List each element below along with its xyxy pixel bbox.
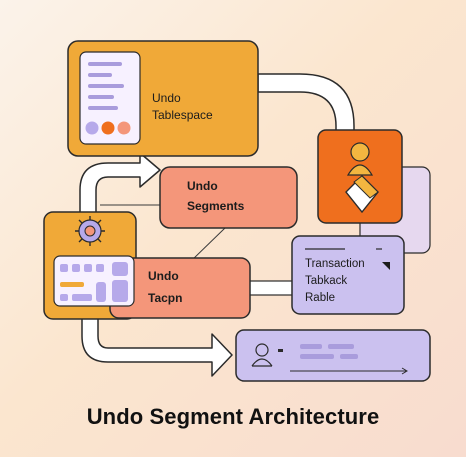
diagram-title: Undo Segment Architecture [86, 404, 380, 429]
transaction-label-1: Transaction [305, 258, 365, 270]
undo-segments-label-2: Segments [187, 199, 245, 213]
undo-segments-node[interactable]: Undo Segments [159, 166, 298, 229]
tacpn-connector [245, 280, 297, 296]
undo-tablespace-node[interactable]: Undo Tablespace [67, 40, 259, 157]
undo-segments-label-1: Undo [187, 179, 218, 193]
undo-tablespace-label-2: Tablespace [152, 108, 213, 122]
log-panel[interactable] [235, 329, 431, 382]
user-icon [350, 142, 370, 162]
arrow-to-log-panel-icon [81, 317, 233, 377]
undo-tacpn-label-1: Undo [148, 269, 179, 283]
transaction-panel[interactable]: Transaction Tabkack Rable [291, 235, 405, 315]
undo-tacpn-label-2: Tacpn [148, 291, 182, 305]
cursor-icon [382, 262, 390, 270]
undo-tacpn-node[interactable]: Undo Tacpn [43, 211, 251, 320]
gear-icon [75, 216, 105, 246]
transaction-label-3: Rable [305, 292, 335, 304]
transaction-label-2: Tabkack [305, 275, 347, 287]
transaction-icon-tile[interactable] [317, 129, 403, 224]
arrow-to-segments-icon [79, 152, 161, 216]
user-avatar-icon [251, 343, 273, 367]
undo-tablespace-label-1: Undo [152, 91, 181, 105]
